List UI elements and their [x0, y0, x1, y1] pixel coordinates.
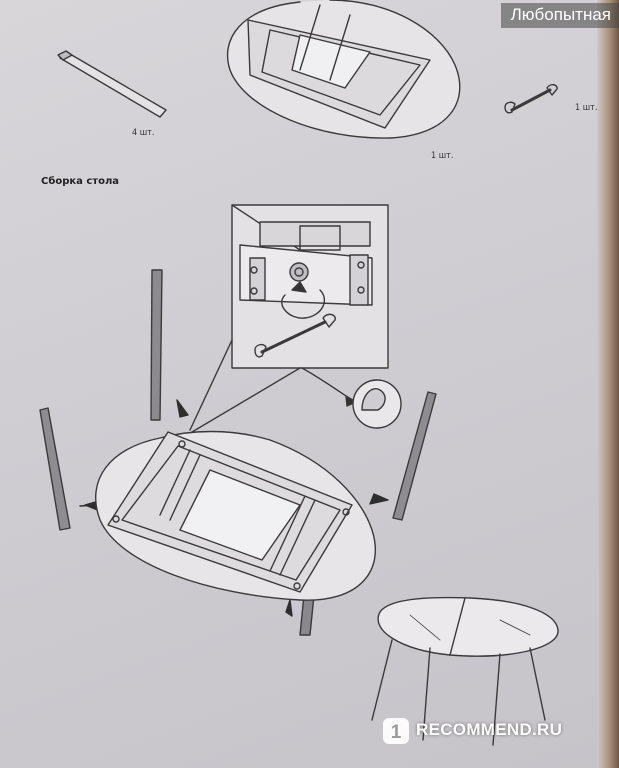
leg-part-drawing [57, 50, 167, 118]
wrench-part-drawing [504, 84, 558, 114]
recommend-logo-icon: 1 [383, 718, 409, 744]
detail-inset [189, 204, 389, 433]
finished-table-drawing [371, 596, 559, 746]
strength-icon-drawing [301, 367, 402, 429]
wrench-quantity: 1 шт. [575, 103, 598, 113]
main-table-drawing [95, 430, 377, 601]
tabletop-part-drawing [226, 0, 461, 139]
section-title: Сборка стола [41, 176, 120, 187]
svg-text:1: 1 [391, 722, 402, 743]
tabletop-quantity: 1 шт. [431, 151, 454, 161]
leg-quantity: 4 шт. [132, 128, 155, 138]
recommend-watermark: RECOMMEND.RU [416, 720, 563, 739]
site-name-watermark: Любопытная [500, 3, 619, 28]
background-edge [597, 0, 619, 768]
